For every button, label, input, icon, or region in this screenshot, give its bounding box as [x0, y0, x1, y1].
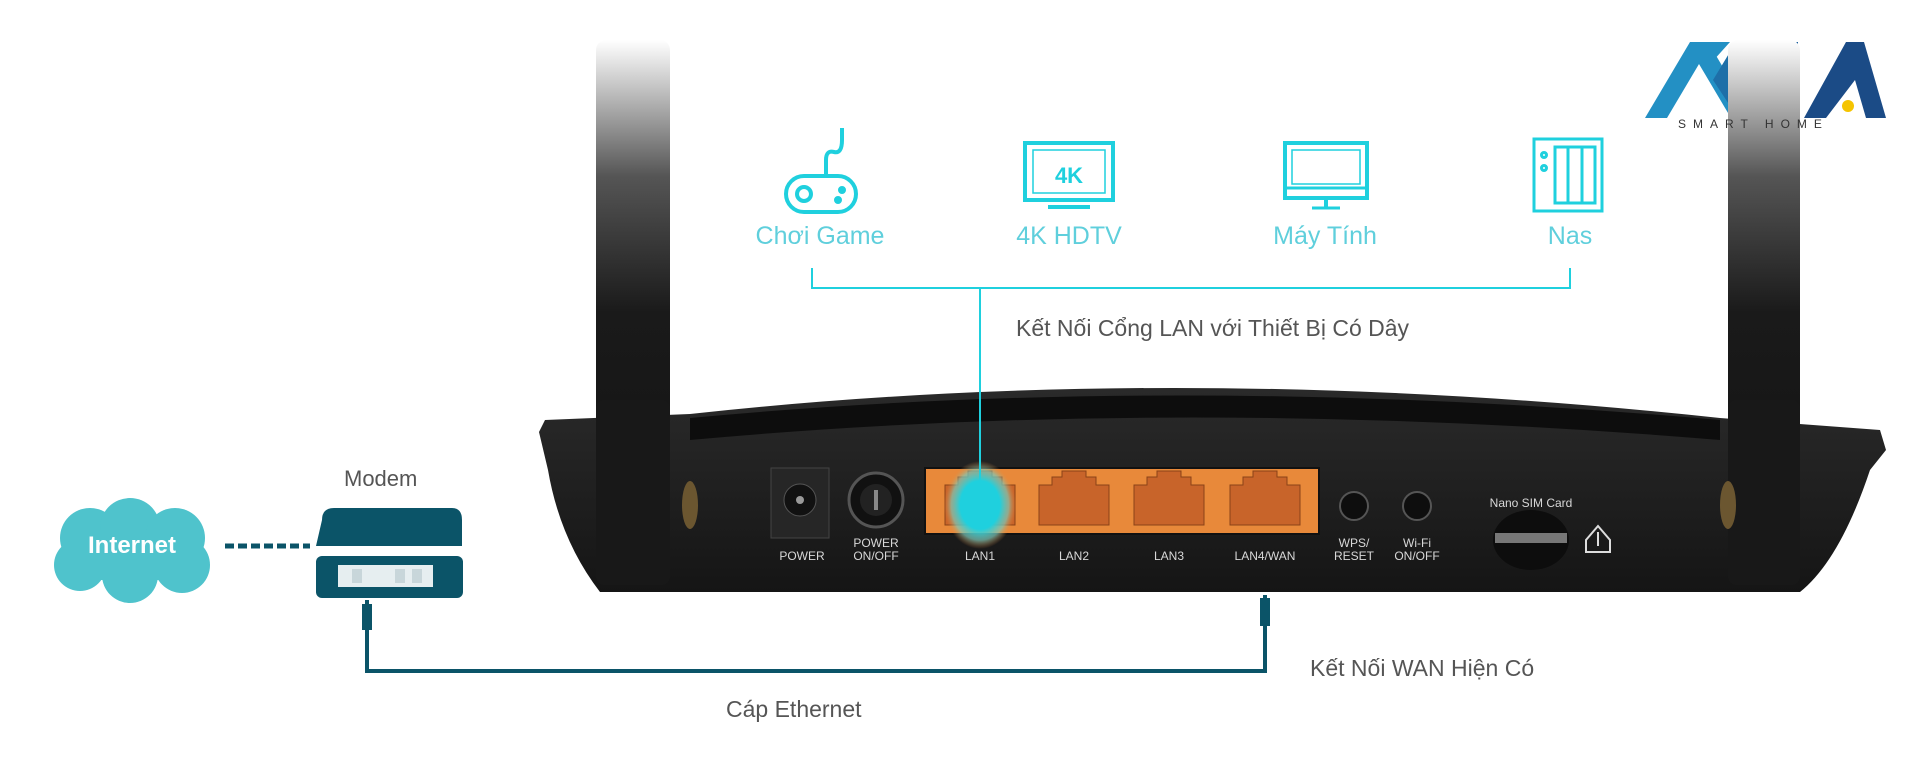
- wps-button: [1339, 491, 1369, 521]
- cable-caption: Cáp Ethernet: [726, 696, 862, 722]
- device-label-pc: Máy Tính: [1273, 222, 1377, 250]
- eject-icon: [1585, 524, 1611, 553]
- wifi-button: [1402, 491, 1432, 521]
- port-label-wifi: Wi-Fi ON/OFF: [1394, 536, 1440, 563]
- port-label-lan4: LAN4/WAN: [1234, 549, 1296, 563]
- tv-4k-icon: 4K: [1023, 141, 1115, 209]
- device-label-game: Chơi Game: [755, 222, 885, 250]
- port-label-power-switch: POWER ON/OFF: [853, 536, 899, 563]
- port-label-wps: WPS/ RESET: [1333, 536, 1375, 563]
- lan-caption: Kết Nối Cổng LAN với Thiết Bị Có Dây: [1016, 315, 1410, 341]
- port-label-sim: Nano SIM Card: [1489, 496, 1573, 510]
- ethernet-cable: [365, 595, 1267, 673]
- modem-label: Modem: [344, 466, 418, 491]
- monitor-icon: [1283, 141, 1369, 210]
- device-label-nas: Nas: [1547, 222, 1593, 250]
- port-label-lan2: LAN2: [1058, 549, 1090, 563]
- internet-cloud-icon: [54, 498, 210, 603]
- device-label-tv: 4K HDTV: [1016, 222, 1122, 250]
- router: [539, 387, 1886, 592]
- nas-icon: [1532, 137, 1604, 213]
- port-label-lan3: LAN3: [1153, 549, 1185, 563]
- port-label-power: POWER: [779, 549, 825, 563]
- port-label-lan1: LAN1: [964, 549, 996, 563]
- lan1-highlight: [944, 461, 1016, 549]
- modem-icon: [316, 508, 463, 598]
- internet-label: Internet: [88, 532, 177, 559]
- lan-bracket: [811, 268, 1571, 497]
- svg-text:4K: 4K: [1055, 163, 1083, 188]
- gamepad-icon: [784, 128, 858, 214]
- logo-tagline: SMART HOME: [1678, 117, 1829, 131]
- wan-caption: Kết Nối WAN Hiện Có: [1310, 655, 1535, 681]
